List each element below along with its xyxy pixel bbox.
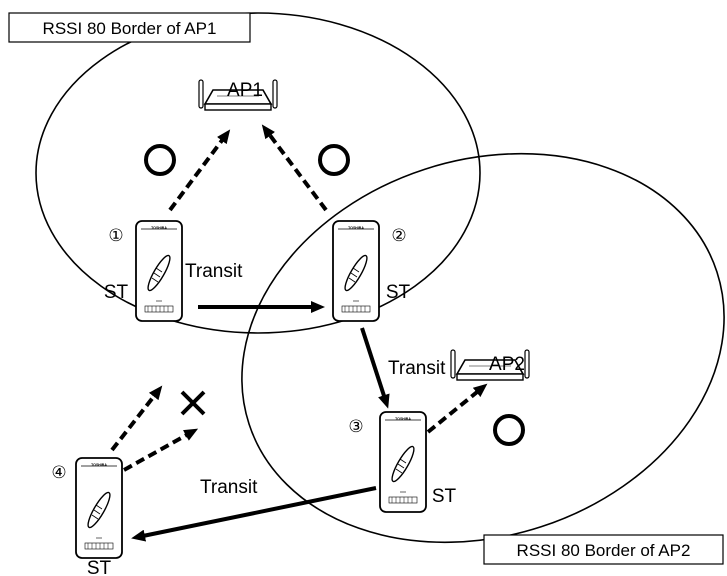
transit-label-st2-st3: Transit [388,358,446,379]
svg-text:③: ③ [348,417,363,436]
ok-mark-st2 [318,144,350,176]
station-2-label: ST [386,282,411,303]
ng-mark-st4 [180,390,206,416]
ap1-coverage-area [35,12,481,334]
ap1-border-label: RSSI 80 Border of AP1 [43,19,217,38]
svg-text:①: ① [108,226,123,245]
transit-st2-to-st3-arrow [360,327,390,409]
ap2-coverage-area [241,152,725,544]
svg-text:④: ④ [51,463,66,482]
svg-text:②: ② [391,226,406,245]
station-3-device-icon: TOSHIBA [379,411,427,513]
station-4-label: ST [87,558,112,576]
station-2-device-icon: TOSHIBA [332,220,380,322]
station-2-number-badge: ② [391,226,406,245]
station-3-label: ST [432,486,457,507]
station-3-number-badge: ③ [348,417,363,436]
transit-label-st3-st4: Transit [200,477,258,498]
ok-mark-st1 [144,144,176,176]
ap2-label: AP2 [489,354,525,375]
st1-to-ap1-dashed-arrow [168,129,231,212]
transit-label-st1-st2: Transit [185,261,243,282]
ap2-border-label: RSSI 80 Border of AP2 [517,541,691,560]
transit-st3-to-st4-arrow [131,486,377,542]
st2-to-ap1-dashed-arrow [261,124,328,212]
svg-text:TOSHIBA: TOSHIBA [395,417,411,421]
station-1-label: ST [104,282,129,303]
station-4-device-icon: TOSHIBA [75,457,123,559]
st3-to-ap2-dashed-arrow [426,383,488,434]
st4-to-ap2-dashed-arrow [123,428,199,472]
st4-to-ap1-dashed-arrow [110,385,163,452]
station-1-device-icon: TOSHIBA [135,220,183,322]
svg-text:TOSHIBA: TOSHIBA [348,226,364,230]
station-1-number-badge: ① [108,226,123,245]
ap1-label: AP1 [227,80,263,101]
svg-text:TOSHIBA: TOSHIBA [151,226,167,230]
station-4-number-badge: ④ [51,463,66,482]
svg-text:TOSHIBA: TOSHIBA [91,463,107,467]
ok-mark-st3 [493,414,525,446]
ap2-border-label-box [483,534,724,565]
ap1-border-label-box [8,12,251,43]
